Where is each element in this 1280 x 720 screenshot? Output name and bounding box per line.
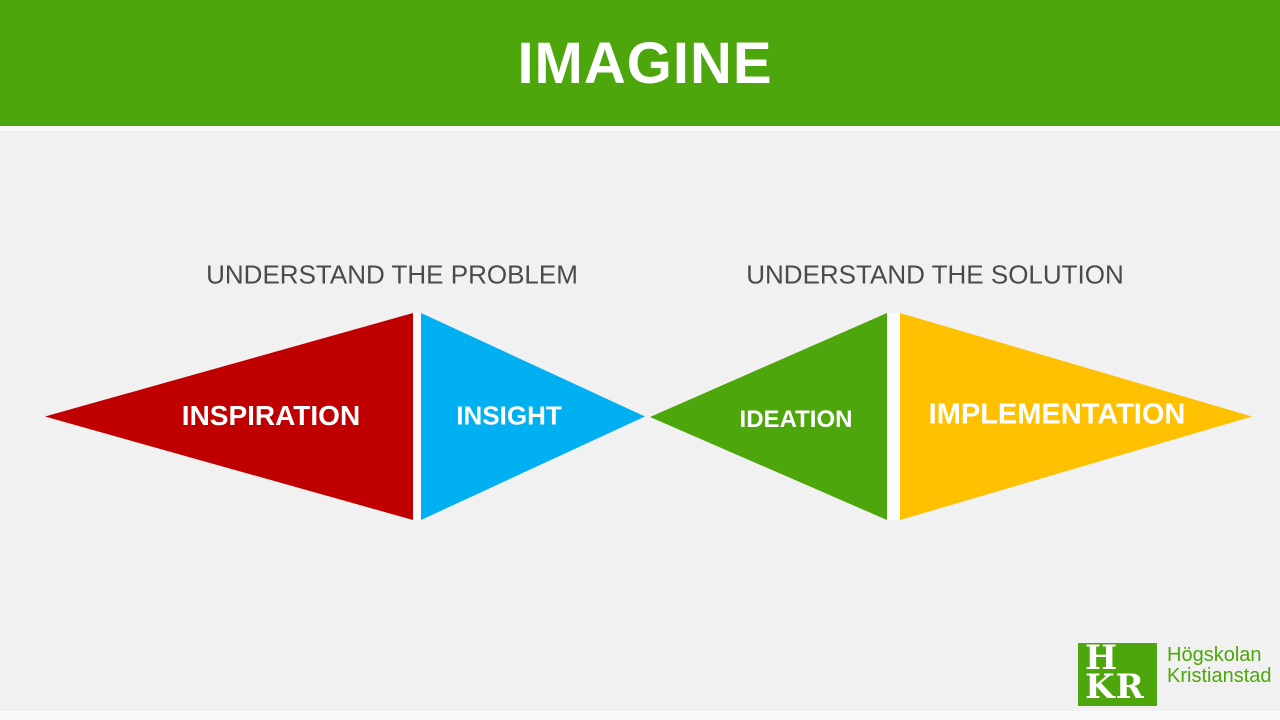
- insight-triangle: [421, 313, 645, 520]
- hkr-monogram-top: H: [1085, 638, 1119, 678]
- hkr-logo-mark: H KR: [1078, 638, 1157, 707]
- hkr-monogram-bottom: KR: [1085, 667, 1145, 707]
- triangle-gap-left: [411, 313, 423, 520]
- slide-title: IMAGINE: [517, 30, 773, 96]
- phase-label-implementation: IMPLEMENTATION: [928, 398, 1186, 431]
- hkr-logo: H KR Högskolan Kristianstad: [1078, 638, 1272, 707]
- hkr-org-name-line1: Högskolan: [1167, 644, 1262, 666]
- bottom-edge-strip: [0, 711, 1280, 720]
- ideation-triangle: [650, 313, 887, 520]
- implementation-triangle: [900, 313, 1252, 520]
- section-label-problem: UNDERSTAND THE PROBLEM: [206, 259, 578, 290]
- double-diamond-diagram: [45, 313, 1252, 520]
- inspiration-triangle: [45, 313, 413, 520]
- hkr-logo-text: Högskolan Kristianstad: [1167, 645, 1272, 687]
- hkr-org-name-line2: Kristianstad: [1167, 665, 1272, 687]
- title-banner: IMAGINE: [0, 0, 1280, 126]
- section-label-solution: UNDERSTAND THE SOLUTION: [746, 259, 1124, 290]
- phase-label-insight: INSIGHT: [456, 400, 562, 431]
- phase-label-inspiration: INSPIRATION: [181, 400, 361, 431]
- banner-divider: [0, 126, 1280, 131]
- triangle-gap-right: [885, 313, 902, 520]
- phase-label-ideation: IDEATION: [739, 406, 853, 433]
